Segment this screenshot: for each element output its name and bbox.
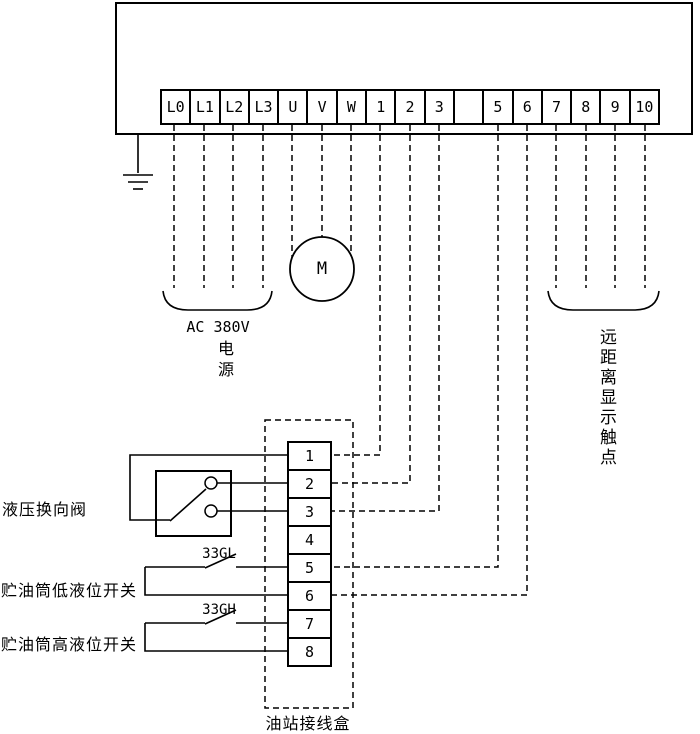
valve-contact-lower <box>204 504 218 518</box>
terminal-L1: L1 <box>189 89 221 125</box>
terminal-blank <box>452 89 485 125</box>
terminal-7: 7 <box>540 89 573 125</box>
junction-terminal-5: 5 <box>287 553 332 583</box>
terminal-W: W <box>335 89 368 125</box>
terminal-5: 5 <box>482 89 514 125</box>
power-brace <box>162 290 273 311</box>
junction-box-label: 油站接线盒 <box>265 714 351 733</box>
terminal-U: U <box>277 89 309 125</box>
high-switch-wiring <box>144 609 287 652</box>
remote-contacts-label: 远距离显示触点 <box>596 328 616 468</box>
low-switch-label: 贮油筒低液位开关 <box>1 581 138 600</box>
motor-circle <box>289 236 355 302</box>
terminal-10: 10 <box>628 89 661 125</box>
low-switch-tag: 33GL <box>202 546 236 562</box>
valve-box <box>155 470 232 537</box>
dashed-wires <box>173 125 646 596</box>
junction-terminal-1: 1 <box>287 441 332 471</box>
terminal-6: 6 <box>511 89 543 125</box>
terminal-3: 3 <box>423 89 455 125</box>
valve-wiring <box>129 454 287 522</box>
terminal-L2: L2 <box>218 89 250 125</box>
valve-contact-upper <box>204 476 218 490</box>
terminal-L3: L3 <box>247 89 280 125</box>
junction-terminal-2: 2 <box>287 469 332 499</box>
remote-brace <box>547 290 660 311</box>
controller-box <box>115 2 693 135</box>
junction-terminal-7: 7 <box>287 609 332 639</box>
terminal-V: V <box>306 89 338 125</box>
high-switch-label: 贮油筒高液位开关 <box>1 635 138 654</box>
junction-terminal-8: 8 <box>287 637 332 667</box>
junction-terminal-4: 4 <box>287 525 332 555</box>
low-switch-wiring <box>144 553 287 596</box>
junction-terminal-3: 3 <box>287 497 332 527</box>
power-ac-label: AC 380V <box>186 318 250 336</box>
terminal-9: 9 <box>599 89 631 125</box>
terminal-1: 1 <box>365 89 397 125</box>
junction-box-outline <box>264 419 354 709</box>
terminal-L0: L0 <box>160 89 192 125</box>
controller-terminal-strip: L0 L1 L2 L3 U V W 1 2 3 5 6 7 8 9 10 <box>160 89 661 125</box>
motor-label: M <box>316 259 328 279</box>
valve-label: 液压换向阀 <box>2 500 88 519</box>
terminal-8: 8 <box>570 89 602 125</box>
ground-icon <box>123 135 153 190</box>
power-cn-label: 电源 <box>215 340 234 382</box>
junction-terminal-6: 6 <box>287 581 332 611</box>
high-switch-tag: 33GH <box>202 602 236 618</box>
terminal-2: 2 <box>394 89 426 125</box>
